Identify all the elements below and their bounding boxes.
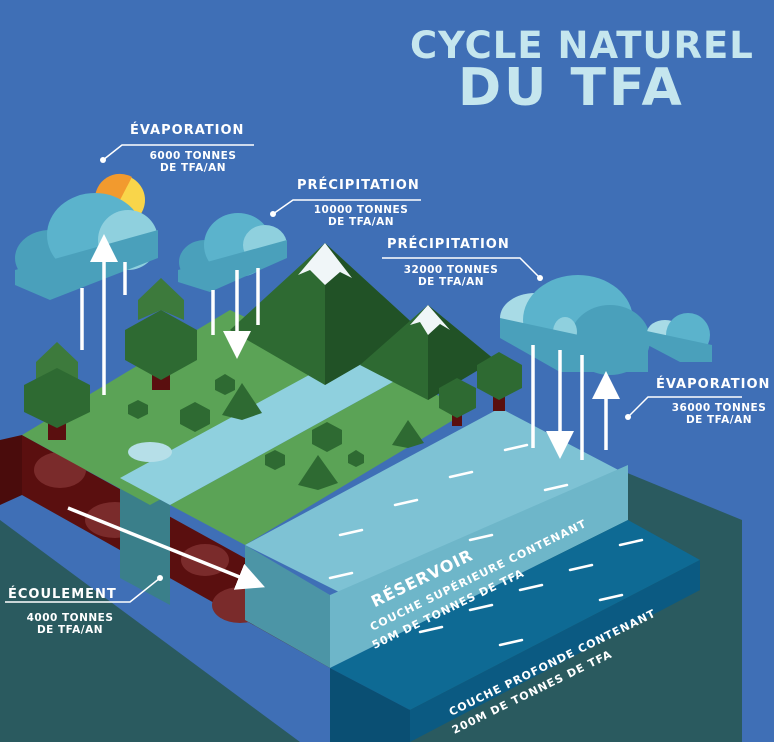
precipitation-1-unit: DE TFA/AN [327,216,395,228]
water-top [245,408,628,610]
rock [298,455,338,490]
cloud-icon [178,213,287,292]
mountain-small-shade [428,305,495,400]
runoff-amount: 4000 TONNES [26,612,114,624]
tree [477,352,522,411]
evaporation-2-label: ÉVAPORATION 36000 TONNES DE TFA/AN [650,370,769,430]
diagram-stage: CYCLE NATUREL DU TFA ÉVAPORATION 6000 TO… [0,24,769,742]
evaporation-2-value: 36000 TONNES DE TFA/AN [664,402,774,426]
soil-front-left [0,435,22,505]
mountain-large-shade [325,243,420,385]
runoff-unit: DE TFA/AN [36,624,104,636]
runoff-heading: ÉCOULEMENT [8,587,117,602]
evaporation-1-heading: ÉVAPORATION [130,123,245,138]
label-leader-lines [5,144,742,603]
runoff-value: 4000 TONNES DE TFA/AN [14,612,126,636]
rock [392,420,424,448]
flow-arrows [67,234,620,590]
tree [24,342,90,440]
water-dashes [328,443,644,647]
diagram-title-line1: CYCLE NATUREL [410,24,754,67]
precipitation-2-value: 32000 TONNES DE TFA/AN [395,264,507,288]
evaporation-2-unit: DE TFA/AN [685,414,753,426]
precipitation-2-amount: 32000 TONNES [403,264,499,276]
upper-layer-front [330,465,628,668]
precipitation-2-heading: PRÉCIPITATION [387,237,510,252]
bushes [128,374,364,470]
tfa-cycle-illustration [0,144,742,742]
precipitation-1-amount: 10000 TONNES [313,204,409,216]
tree [125,278,197,390]
upper-layer-side [245,545,330,668]
evaporation-1-unit: DE TFA/AN [159,162,227,174]
evaporation-2-heading: ÉVAPORATION [656,377,771,392]
diagram-title-line2: DU TFA [458,58,685,118]
mountain-large-snow [298,243,352,285]
base-plane [0,520,300,742]
river-cut [120,478,170,605]
evaporation-2-amount: 36000 TONNES [671,402,767,414]
pond [128,442,172,462]
cloud-icon [500,275,650,375]
rock [222,383,262,420]
precipitation-1-value: 10000 TONNES DE TFA/AN [305,204,417,228]
tree [439,378,476,426]
evaporation-1-value: 6000 TONNES DE TFA/AN [138,150,248,174]
evaporation-1-amount: 6000 TONNES [149,150,237,162]
river-top [120,350,400,505]
cloud-icon [642,313,712,362]
deep-layer-front [330,668,410,742]
mountain-small-snow [410,305,450,335]
label-dots [100,157,631,581]
deep-layer-top [330,520,700,710]
deep-layer-front2 [410,560,700,742]
precipitation-1-heading: PRÉCIPITATION [297,178,420,193]
precipitation-2-unit: DE TFA/AN [417,276,485,288]
